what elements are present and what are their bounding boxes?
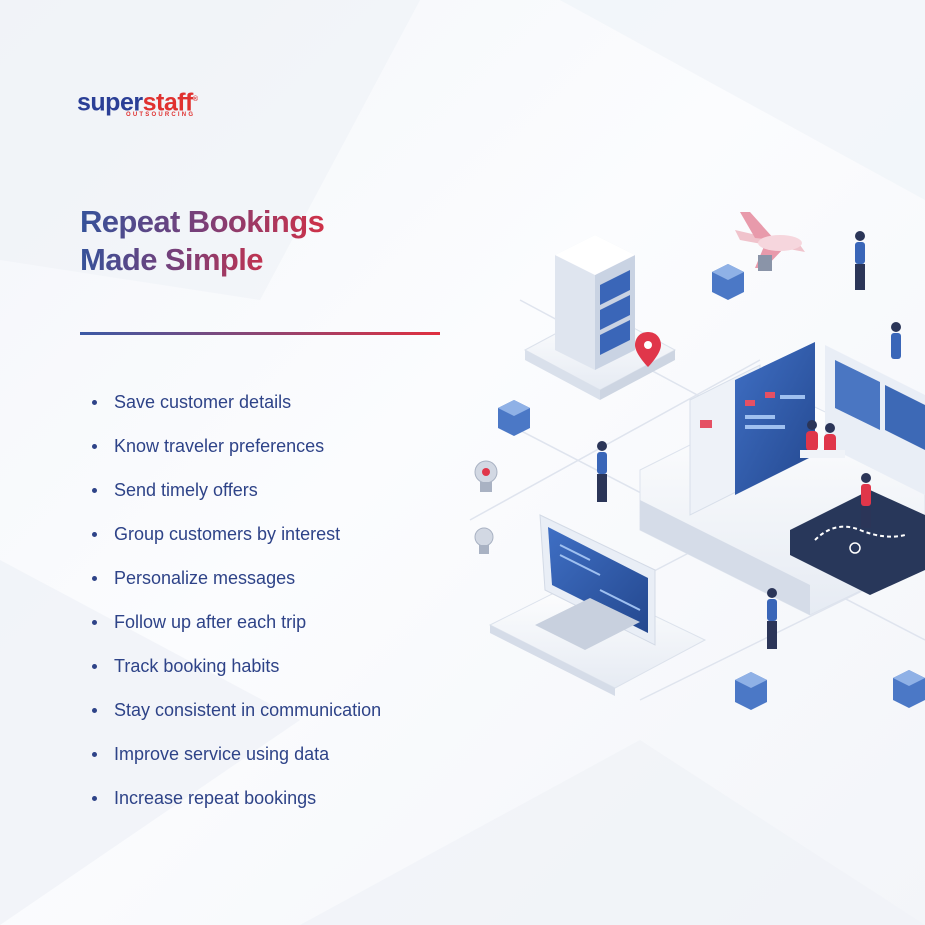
lightbulb-icon — [474, 460, 498, 492]
cube-icon — [498, 400, 530, 436]
list-item: Improve service using data — [92, 732, 381, 776]
list-item: Stay consistent in communication — [92, 688, 381, 732]
list-item-text: Track booking habits — [114, 655, 280, 676]
bullet-icon — [92, 707, 97, 713]
bullet-icon — [92, 575, 97, 581]
logo-wordmark: superstaff® — [77, 86, 198, 116]
title-divider — [80, 332, 440, 335]
route-map-floor — [790, 490, 925, 595]
bullet-icon — [92, 663, 97, 669]
laptop-icon — [488, 514, 707, 696]
list-item-text: Increase repeat bookings — [114, 787, 317, 808]
logo-registered: ® — [192, 96, 198, 103]
list-item: Send timely offers — [92, 468, 381, 512]
list-item-text: Save customer details — [114, 391, 292, 412]
list-item-text: Stay consistent in communication — [114, 699, 382, 720]
cube-icon — [712, 264, 744, 300]
list-item: Personalize messages — [92, 556, 381, 600]
benefits-list: Save customer details Know traveler pref… — [92, 380, 381, 820]
bullet-icon — [92, 751, 97, 757]
bullet-icon — [92, 443, 97, 449]
bullet-icon — [92, 399, 97, 405]
bullet-icon — [92, 531, 97, 537]
cube-icon — [735, 672, 767, 710]
list-item: Group customers by interest — [92, 512, 381, 556]
list-item: Follow up after each trip — [92, 600, 381, 644]
logo-accent: staff — [142, 88, 194, 117]
logo-tagline: OUTSOURCING — [126, 112, 196, 118]
title-line-2: Made Simple — [80, 241, 280, 279]
person-icon — [855, 231, 865, 290]
person-icon — [861, 473, 871, 528]
person-icon — [891, 322, 901, 359]
person-icon — [597, 441, 607, 502]
person-icon — [800, 420, 845, 458]
bullet-icon — [92, 487, 97, 493]
airplane-icon — [735, 212, 805, 271]
cube-icon — [893, 670, 925, 708]
list-item-text: Send timely offers — [114, 479, 258, 500]
list-item: Know traveler preferences — [92, 424, 381, 468]
list-item-text: Follow up after each trip — [114, 611, 307, 632]
location-pin-icon — [635, 332, 661, 367]
list-item-text: Know traveler preferences — [114, 435, 325, 456]
list-item-text: Improve service using data — [114, 743, 330, 764]
page-title: Repeat Bookings Made Simple — [80, 203, 325, 279]
bullet-icon — [92, 619, 97, 625]
list-item: Save customer details — [92, 380, 381, 424]
list-item: Increase repeat bookings — [92, 776, 381, 820]
list-item: Track booking habits — [92, 644, 381, 688]
server-rack-icon — [523, 235, 677, 400]
bullet-icon — [92, 795, 97, 801]
list-item-text: Personalize messages — [114, 567, 296, 588]
superstaff-logo: superstaff® OUTSOURCING — [77, 86, 217, 122]
title-line-1: Repeat Bookings — [80, 204, 325, 239]
lightbulb-icon — [474, 527, 494, 554]
logo-primary: super — [77, 88, 143, 117]
person-icon — [767, 588, 777, 649]
list-item-text: Group customers by interest — [114, 523, 341, 544]
